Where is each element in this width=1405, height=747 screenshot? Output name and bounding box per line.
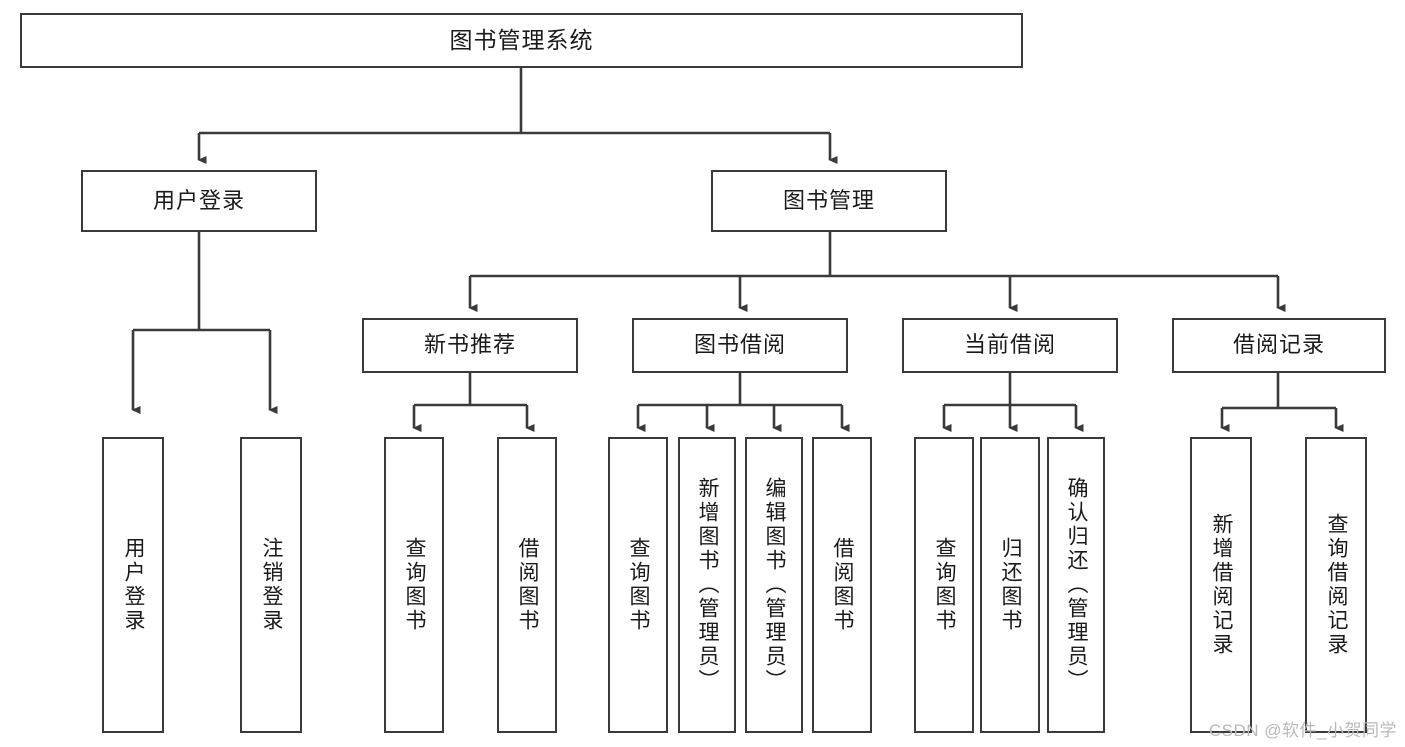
leaf-query-borrow-record[interactable]: 查询借阅记录 bbox=[1305, 437, 1367, 733]
leaf-query-book-borrow[interactable]: 查询图书 bbox=[608, 437, 668, 733]
node-label: 图书管理系统 bbox=[449, 27, 594, 54]
node-label: 借阅图书 bbox=[516, 537, 540, 633]
node-book-borrow[interactable]: 图书借阅 bbox=[632, 318, 848, 373]
node-label: 用户登录 bbox=[152, 187, 245, 213]
node-label: 用户登录 bbox=[122, 537, 146, 633]
node-root-system[interactable]: 图书管理系统 bbox=[20, 13, 1023, 68]
leaf-edit-book[interactable]: 编辑图书（管理员） bbox=[745, 437, 803, 733]
node-borrow-record[interactable]: 借阅记录 bbox=[1172, 318, 1386, 373]
leaf-user-login[interactable]: 用户登录 bbox=[102, 437, 164, 733]
leaf-confirm-return[interactable]: 确认归还（管理员） bbox=[1047, 437, 1105, 733]
leaf-query-book-current[interactable]: 查询图书 bbox=[914, 437, 974, 733]
leaf-add-borrow-record[interactable]: 新增借阅记录 bbox=[1190, 437, 1252, 733]
node-label: 查询借阅记录 bbox=[1325, 513, 1349, 657]
leaf-logout-login[interactable]: 注销登录 bbox=[240, 437, 302, 733]
node-label: 新书推荐 bbox=[423, 332, 516, 358]
node-user-login[interactable]: 用户登录 bbox=[81, 170, 317, 232]
node-book-management[interactable]: 图书管理 bbox=[711, 170, 947, 232]
csdn-watermark: CSDN @软件_小贺同学 bbox=[1208, 721, 1397, 740]
node-label: 编辑图书（管理员） bbox=[763, 477, 787, 693]
leaf-borrow-book-borrow[interactable]: 借阅图书 bbox=[812, 437, 872, 733]
node-label: 确认归还（管理员） bbox=[1065, 477, 1089, 693]
node-label: 新增借阅记录 bbox=[1210, 513, 1234, 657]
node-label: 归还图书 bbox=[999, 537, 1023, 633]
leaf-add-book[interactable]: 新增图书（管理员） bbox=[678, 437, 736, 733]
node-label: 借阅图书 bbox=[831, 537, 855, 633]
node-label: 新增图书（管理员） bbox=[696, 477, 720, 693]
node-label: 查询图书 bbox=[933, 537, 957, 633]
leaf-borrow-book-recommend[interactable]: 借阅图书 bbox=[497, 437, 557, 733]
node-current-borrow[interactable]: 当前借阅 bbox=[902, 318, 1118, 373]
node-label: 借阅记录 bbox=[1232, 332, 1325, 358]
node-label: 查询图书 bbox=[403, 537, 427, 633]
node-label: 图书管理 bbox=[782, 187, 875, 213]
leaf-return-book[interactable]: 归还图书 bbox=[980, 437, 1040, 733]
node-new-book-recommend[interactable]: 新书推荐 bbox=[362, 318, 578, 373]
node-label: 图书借阅 bbox=[693, 332, 786, 358]
leaf-query-book-recommend[interactable]: 查询图书 bbox=[384, 437, 444, 733]
node-label: 注销登录 bbox=[260, 537, 284, 633]
node-label: 查询图书 bbox=[627, 537, 651, 633]
node-label: 当前借阅 bbox=[963, 332, 1056, 358]
